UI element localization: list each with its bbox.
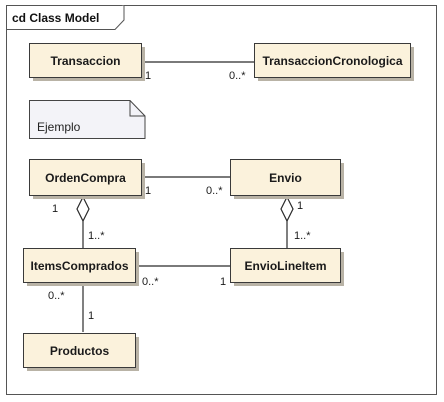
frame-title-tab	[6, 5, 125, 30]
class-productos-label: Productos	[50, 344, 110, 358]
note-text: Ejemplo	[37, 120, 81, 134]
class-envioelineitem-label: EnvioLineItem	[244, 259, 326, 273]
class-transaccioncronologica: TransaccionCronologica	[254, 43, 414, 81]
aggregation-diamond-envio	[280, 195, 294, 223]
class-ordencompra: OrdenCompra	[29, 159, 145, 199]
class-productos: Productos	[23, 333, 139, 371]
note-ejemplo: Ejemplo	[29, 100, 146, 139]
mult-envioelineitem-from-envio: 1..*	[294, 230, 311, 242]
class-itemscomprados: ItemsComprados	[23, 248, 139, 286]
mult-ordencompra-aggregate: 1	[52, 203, 58, 215]
mult-itemscomprados-envioelineitem: 0..*	[142, 276, 159, 288]
class-itemscomprados-label: ItemsComprados	[30, 259, 128, 273]
class-envio: Envio	[230, 159, 344, 199]
diagram-title: cd Class Model	[12, 11, 99, 25]
mult-transaccion: 1	[145, 70, 151, 82]
class-transaccioncronologica-label: TransaccionCronologica	[262, 54, 402, 68]
class-transaccion-label: Transaccion	[50, 54, 120, 68]
mult-ordencompra-envio: 1	[145, 185, 151, 197]
mult-itemscomprados-from-ordencompra: 1..*	[88, 230, 105, 242]
class-ordencompra-label: OrdenCompra	[45, 171, 126, 185]
mult-itemscomprados-productos: 0..*	[48, 290, 65, 302]
mult-envio-aggregate: 1	[297, 200, 303, 212]
mult-productos-from-itemscomprados: 1	[88, 310, 94, 322]
mult-transaccioncronologica: 0..*	[229, 70, 246, 82]
class-envioelineitem: EnvioLineItem	[230, 248, 344, 286]
class-transaccion: Transaccion	[29, 43, 145, 81]
mult-envioelineitem-itemscomprados: 1	[220, 276, 226, 288]
aggregation-diamond-ordencompra	[76, 195, 90, 223]
mult-envio-ordencompra: 0..*	[206, 185, 223, 197]
class-envio-label: Envio	[269, 171, 302, 185]
